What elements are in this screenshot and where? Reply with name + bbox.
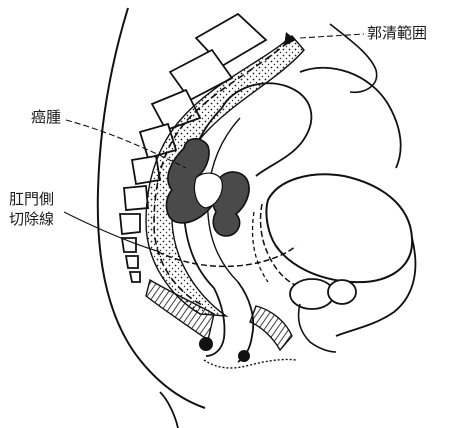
leader-dissection-range [300,34,364,38]
label-dissection-range: 郭清範囲 [366,24,428,42]
label-anal-side: 肛門側 [8,190,55,208]
sphincter-knot-right [238,350,250,362]
urethra [298,304,336,352]
body-lower-contour [160,392,178,428]
abdominal-fold [300,68,401,168]
bladder [266,174,412,282]
label-resection-line: 切除線 [8,210,55,228]
anal-verge [204,359,296,368]
sphincter-knot-left [199,337,213,351]
label-tumor: 癌腫 [30,108,62,126]
